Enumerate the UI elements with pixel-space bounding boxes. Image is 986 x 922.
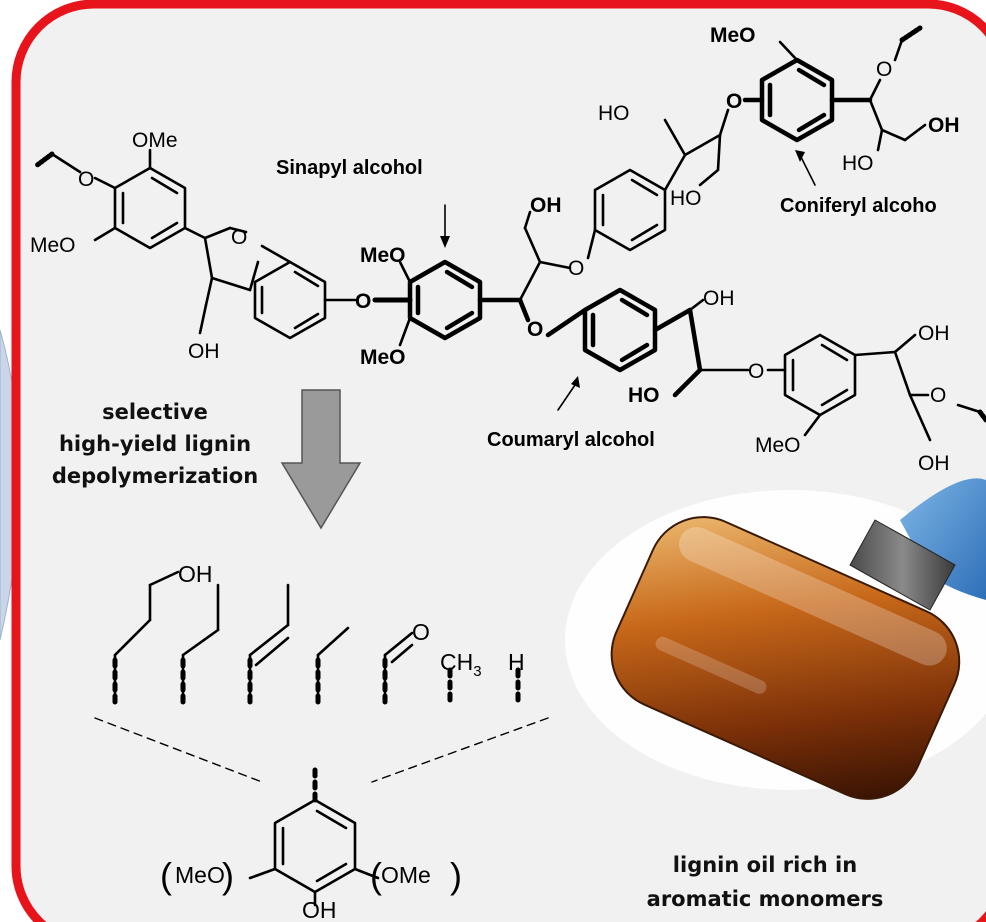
paren-open-right: ( <box>370 855 382 896</box>
process-caption-line2: high-yield lignin <box>58 432 252 456</box>
ring-b <box>253 260 327 340</box>
oh-g-top: OH <box>918 322 950 345</box>
o-bc: O <box>355 290 371 313</box>
coniferyl-alcohol-label: Coniferyl alcoho <box>780 195 937 217</box>
process-caption: selective high-yield lignin depolymeriza… <box>40 396 270 492</box>
meo-core: MeO <box>175 862 225 888</box>
meo-a: MeO <box>30 234 76 257</box>
h-monomer: H <box>508 649 525 675</box>
ho-f-bond: HO <box>628 384 660 407</box>
meo-e: MeO <box>710 24 756 47</box>
ring-e <box>759 57 835 143</box>
ch3-subscript: 3 <box>473 663 481 680</box>
oh-centre: OH <box>530 194 562 217</box>
oil-caption-line1: lignin oil rich in <box>672 853 858 877</box>
meo-c-bottom: MeO <box>360 346 406 369</box>
oh-furan: OH <box>188 340 220 363</box>
ho-e: HO <box>842 152 874 175</box>
ho-d-bottom: HO <box>670 187 702 210</box>
oh-core: OH <box>302 897 337 922</box>
o-e-top: O <box>876 58 892 81</box>
o-g-right: O <box>930 384 946 407</box>
oh-e: OH <box>928 114 960 137</box>
ome-a-top: OMe <box>132 129 178 152</box>
ch3-main: CH <box>440 649 473 675</box>
process-caption-line3: depolymerization <box>51 464 259 488</box>
paren-close: ) <box>450 855 462 896</box>
meo-c-top: MeO <box>360 244 406 267</box>
paren-open: ( <box>160 855 172 896</box>
ome-core: OMe <box>381 862 431 888</box>
ho-d-top: HO <box>598 102 630 125</box>
paren-close-inner: ) <box>222 855 234 896</box>
ring-f <box>582 287 658 373</box>
o-centre: O <box>568 257 584 280</box>
o-cf: O <box>527 318 543 341</box>
o-a-left: O <box>78 168 94 191</box>
down-arrow-icon <box>280 389 362 530</box>
lignin-polymer-structure <box>33 25 986 907</box>
oil-caption: lignin oil rich in aromatic monomers <box>610 848 920 916</box>
oh-f-top: OH <box>703 287 735 310</box>
process-caption-line1: selective <box>102 400 208 424</box>
o-de: O <box>726 90 742 113</box>
meo-g: MeO <box>755 434 801 457</box>
sinapyl-alcohol-label: Sinapyl alcohol <box>276 157 423 179</box>
o-aldehyde: O <box>412 619 430 645</box>
o-fg: O <box>748 360 764 383</box>
coumaryl-alcohol-label: Coumaryl alcohol <box>487 429 655 451</box>
o-furan: O <box>231 226 247 249</box>
oil-caption-line2: aromatic monomers <box>646 887 884 911</box>
ch3-monomer: CH3 <box>440 649 482 680</box>
lignin-oil-jar-image <box>565 478 986 800</box>
oh-g-bottom: OH <box>918 452 950 475</box>
oh-monomer: OH <box>178 561 213 587</box>
